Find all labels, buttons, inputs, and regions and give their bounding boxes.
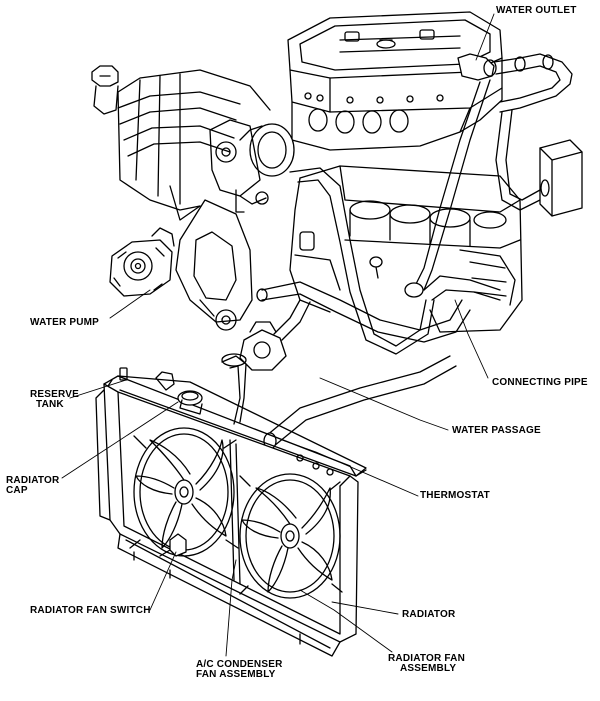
label-reserve-tank-line2: TANK	[36, 399, 64, 410]
label-connecting-pipe: CONNECTING PIPE	[492, 377, 588, 388]
label-reserve-tank-line1: RESERVE	[30, 389, 80, 400]
engine-block	[289, 165, 523, 333]
label-ac-condenser-line2: FAN ASSEMBLY	[196, 669, 276, 680]
label-radiator-cap-line2: CAP	[6, 485, 28, 496]
label-radiator-fan-switch: RADIATOR FAN SWITCH	[30, 605, 151, 616]
water-outlet	[413, 53, 583, 291]
label-radiator-fan-line1: RADIATOR FAN	[388, 653, 466, 664]
water-pump	[109, 227, 175, 297]
label-thermostat: THERMOSTAT	[420, 490, 490, 501]
label-water-pump: WATER PUMP	[30, 317, 100, 328]
radiator-fan	[239, 473, 343, 599]
label-water-outlet: WATER OUTLET	[496, 5, 577, 16]
intake-manifold	[91, 65, 295, 221]
timing-cover	[175, 199, 253, 331]
label-radiator-cap-line1: RADIATOR	[6, 475, 60, 486]
label-water-passage: WATER PASSAGE	[452, 425, 541, 436]
label-radiator: RADIATOR	[402, 609, 456, 620]
cylinder-head	[287, 11, 503, 151]
leader-lines	[61, 13, 495, 657]
fan-switch	[159, 533, 187, 557]
label-radiator-fan-line2: ASSEMBLY	[400, 663, 457, 674]
thermostat-housing	[221, 299, 457, 450]
bypass-hoses	[256, 167, 501, 355]
label-ac-condenser-line1: A/C CONDENSER	[196, 659, 283, 670]
ac-condenser-fan	[129, 427, 239, 557]
